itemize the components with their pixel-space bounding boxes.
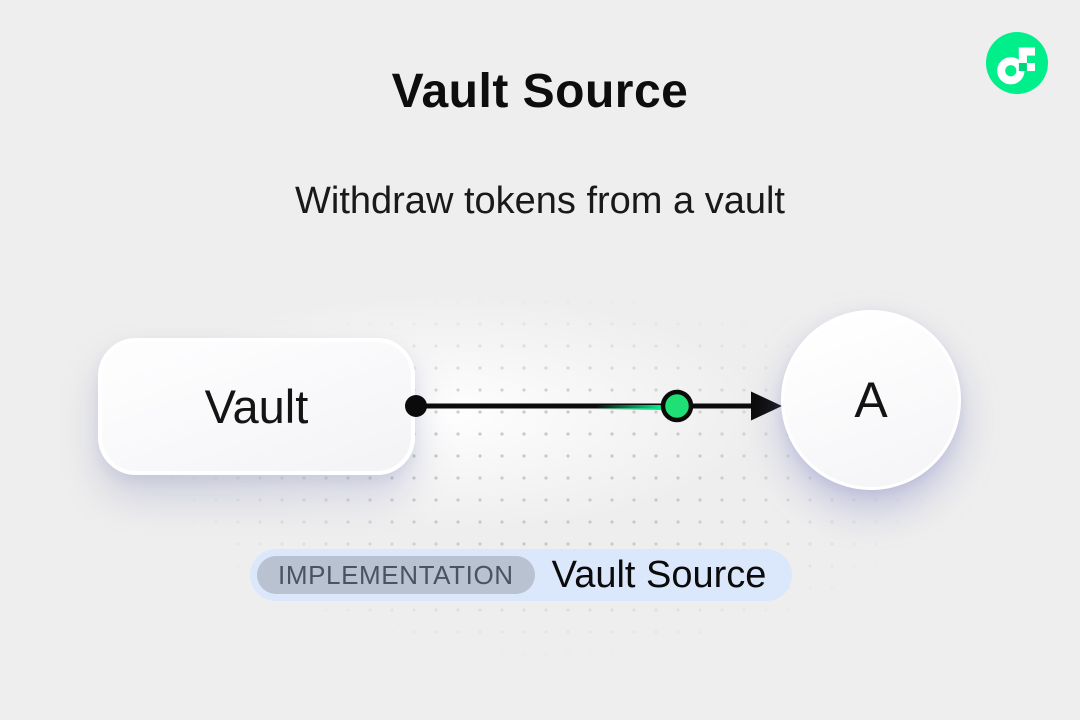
receiver-node: A xyxy=(781,310,961,490)
implementation-badge: IMPLEMENTATION Vault Source xyxy=(250,549,793,601)
marker-circle xyxy=(660,389,694,423)
connector-arrow xyxy=(405,389,782,423)
page-title: Vault Source xyxy=(391,65,689,118)
vault-node: Vault xyxy=(98,338,415,475)
vault-node-label: Vault xyxy=(204,380,309,433)
badge-label: Vault Source xyxy=(551,553,767,596)
page-subtitle: Withdraw tokens from a vault xyxy=(295,180,785,222)
flow-logo-icon xyxy=(986,32,1048,94)
arrowhead-icon xyxy=(751,391,782,421)
receiver-node-label: A xyxy=(854,372,888,428)
implementation-tag: IMPLEMENTATION xyxy=(257,556,535,594)
start-dot xyxy=(405,395,427,417)
